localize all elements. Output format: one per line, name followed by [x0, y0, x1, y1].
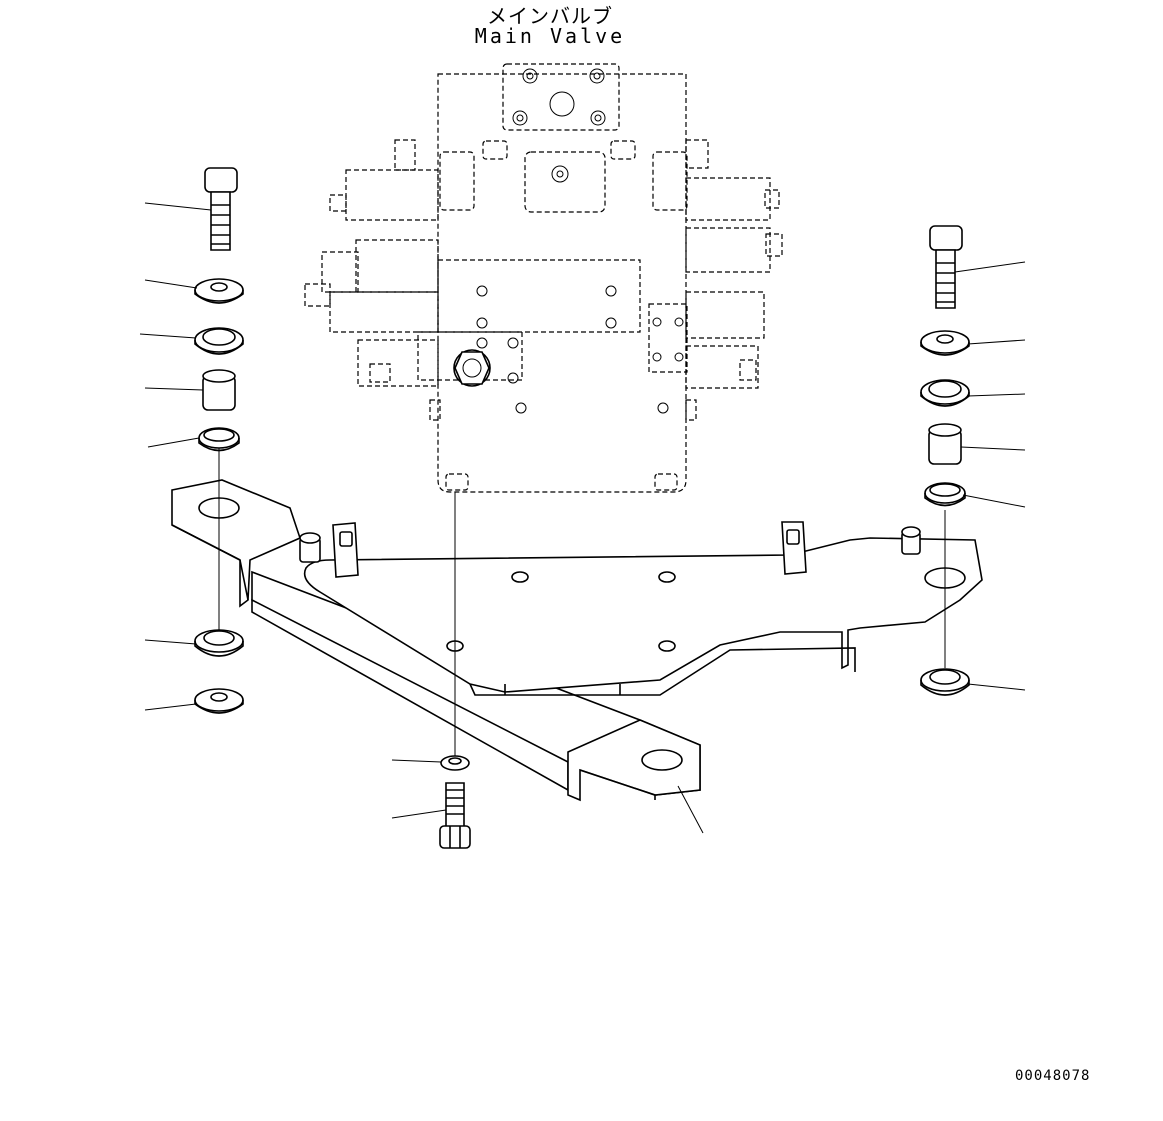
main-valve-title-jp: メインバルブ — [487, 4, 613, 28]
center-washer — [441, 756, 469, 770]
left-ring — [195, 328, 243, 354]
left-spacer — [203, 370, 235, 410]
center-bolt — [440, 783, 470, 848]
left-lower-ring — [195, 630, 243, 656]
left-parts-stack — [195, 168, 243, 713]
drawing-number: 00048078 — [1015, 1068, 1091, 1084]
right-parts-stack — [921, 226, 969, 695]
main-valve-title-en: Main Valve — [474, 24, 626, 48]
right-collar — [925, 483, 965, 506]
right-ring — [921, 380, 969, 406]
main-valve — [305, 64, 782, 492]
right-washer — [921, 331, 969, 355]
left-washer — [195, 279, 243, 303]
right-spacer — [929, 424, 961, 464]
axis-lines — [219, 448, 945, 760]
right-bolt — [930, 226, 962, 308]
left-bolt — [205, 168, 237, 250]
mounting-bracket — [172, 480, 982, 800]
leader-lines — [140, 203, 1025, 833]
left-lower-washer — [195, 689, 243, 713]
right-lower-ring — [921, 669, 969, 695]
left-collar — [199, 428, 239, 451]
